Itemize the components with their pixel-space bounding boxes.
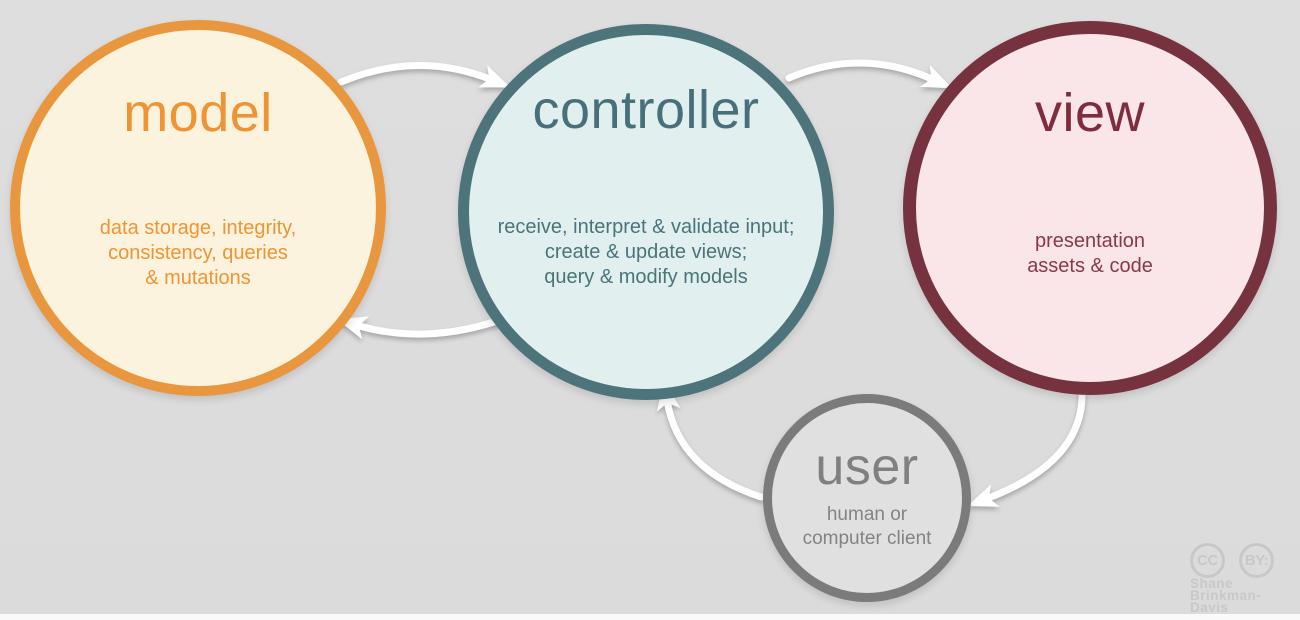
arrow-controller-to-view [785, 59, 953, 89]
node-view-title: view [1034, 83, 1146, 143]
author-credit: Shane Brinkman-Davis [1190, 576, 1262, 615]
node-user-title: user [815, 438, 919, 496]
node-controller-title: controller [532, 80, 760, 140]
node-model-title: model [123, 83, 273, 143]
node-model-description: data storage, integrity, consistency, qu… [99, 217, 297, 289]
bottom-strip [0, 614, 1300, 620]
arrow-view-to-user [967, 388, 1086, 507]
cc-by-icon: BY: [1239, 543, 1274, 578]
cc-badges: CC BY: [1190, 543, 1274, 578]
node-user: user human or computer client [763, 394, 971, 602]
node-model: model data storage, integrity, consisten… [10, 20, 386, 396]
cc-icon-label: CC [1197, 552, 1218, 569]
author-first-name: Shane [1190, 576, 1234, 591]
arrow-model-to-controller [337, 62, 511, 88]
cc-icon: CC [1190, 543, 1225, 578]
node-user-description: human or computer client [802, 504, 932, 549]
node-view-description: presentation assets & code [1027, 230, 1153, 277]
arrow-controller-to-model [336, 316, 501, 340]
node-controller: controller receive, interpret & validate… [458, 24, 834, 400]
arrow-user-to-controller [656, 380, 765, 501]
node-controller-description: receive, interpret & validate input; cre… [497, 216, 795, 288]
node-view: view presentation assets & code [903, 21, 1277, 395]
cc-by-icon-label: BY: [1244, 552, 1269, 569]
author-last-name: Brinkman-Davis [1190, 588, 1262, 615]
